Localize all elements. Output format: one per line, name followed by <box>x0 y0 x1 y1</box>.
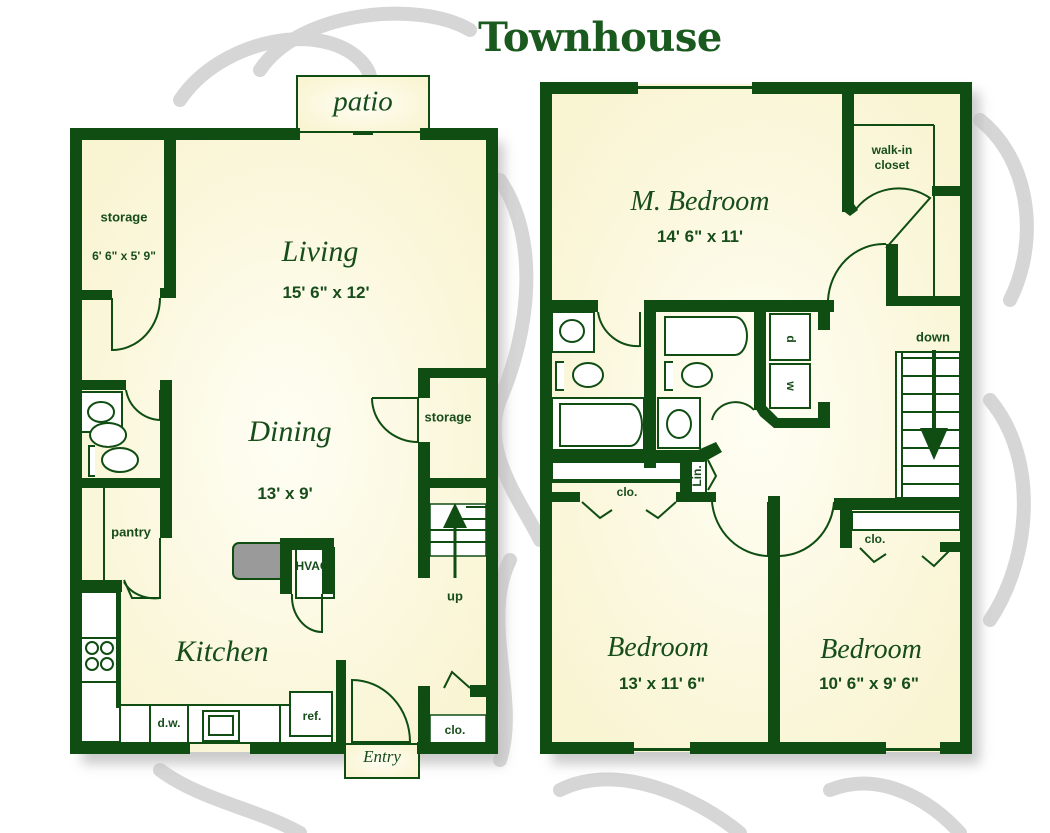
pantry-label: pantry <box>111 524 151 540</box>
washer-label: w <box>784 381 798 391</box>
refrigerator-label: ref. <box>302 709 322 723</box>
storage-left-label: storage <box>100 209 148 225</box>
living-room-dims: 15' 6" x 12' <box>282 283 370 302</box>
walk-in-closet-label-line1: walk-in <box>871 143 913 157</box>
dining-room-dims: 13' x 9' <box>257 484 313 503</box>
stairs-down-label: down <box>916 329 950 345</box>
storage-left-dims: 6' 6" x 5' 9" <box>92 249 156 263</box>
bedroom3-dims: 10' 6" x 9' 6" <box>819 674 919 693</box>
closet-entry-label: clo. <box>444 723 466 737</box>
bedroom3-label: Bedroom <box>820 634 922 665</box>
bathtub-icon <box>664 316 748 356</box>
sink-icon <box>87 401 115 423</box>
walk-in-closet-label-line2: closet <box>874 158 910 172</box>
bedroom2-label: Bedroom <box>607 632 709 663</box>
sink-icon <box>202 710 240 742</box>
stairs-up-label: up <box>447 588 463 604</box>
closet-bedroom3-label: clo. <box>864 532 886 546</box>
kitchen-label: Kitchen <box>175 635 269 668</box>
bedroom2-dims: 13' x 11' 6" <box>618 674 706 693</box>
dishwasher-label: d.w. <box>157 716 181 730</box>
entry-label: Entry <box>363 747 401 766</box>
toilet-icon <box>88 422 128 477</box>
patio-label: patio <box>333 85 393 118</box>
hvac-label: HVAC <box>295 559 329 573</box>
linen-closet-label: Lin. <box>690 465 704 487</box>
bathtub-icon <box>559 403 643 447</box>
living-room-label: Living <box>281 235 359 268</box>
stairs-up-arrow-icon <box>443 503 467 578</box>
master-bedroom-label: M. Bedroom <box>630 186 770 217</box>
first-floor-plan <box>70 75 498 779</box>
storage-right-label: storage <box>424 409 472 425</box>
stairs-down-arrow-icon <box>920 350 948 460</box>
second-floor-plan <box>540 82 972 754</box>
master-bedroom-dims: 14' 6" x 11' <box>656 227 744 246</box>
page-title: Townhouse <box>478 14 722 61</box>
stove-icon <box>85 641 114 671</box>
dining-room-label: Dining <box>248 415 332 448</box>
closet-bedroom2-label: clo. <box>616 485 638 499</box>
dryer-label: d <box>784 335 798 343</box>
